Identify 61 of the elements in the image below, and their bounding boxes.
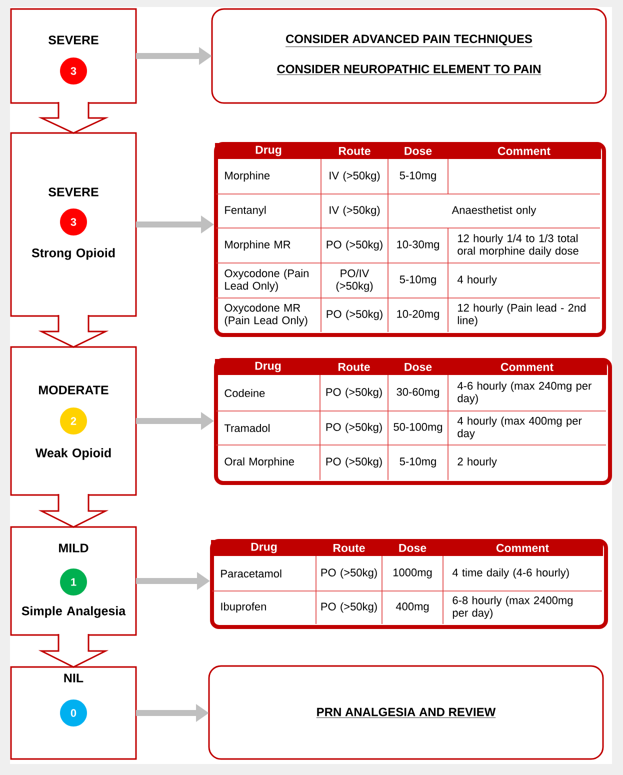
recommendation-panel: PRN ANALGESIA AND REVIEW (208, 665, 604, 760)
column-heading: Comment (496, 544, 549, 552)
cell-text: 5-10mg (400, 276, 436, 286)
cell-text: Paracetamol (221, 569, 282, 578)
cell-text: PO (>50kg) (326, 457, 382, 468)
column-heading: Route (333, 544, 365, 552)
cell-text: 5-10mg (400, 172, 436, 182)
column-heading: Route (338, 147, 370, 155)
cell-text: Codeine (224, 388, 265, 398)
cell-text: 30-60mg (396, 388, 439, 398)
cell-text: PO/IV (>50kg) (336, 269, 373, 292)
column-heading: Drug (255, 362, 281, 372)
cell-text: Ibuprofen (221, 602, 266, 613)
column-heading: Comment (500, 362, 554, 372)
cell-text: PO (>50kg) (321, 568, 377, 579)
cell-text: 4 time daily (4-6 hourly) (452, 568, 569, 579)
cell-text: PO (>50kg) (326, 388, 382, 398)
column-heading: Route (338, 363, 370, 371)
number-badge: 2 (60, 408, 87, 434)
cell-text: PO (>50kg) (326, 240, 382, 251)
cell-text: 5-10mg (400, 458, 436, 468)
column-heading: Comment (498, 146, 550, 156)
cell-text: 12 hourly 1/4 to 1/3 total oral morphine daily dose (458, 234, 578, 257)
cell-text: Fentanyl (225, 206, 266, 216)
cell-text: 10-20mg (397, 310, 439, 320)
number-badge: 1 (60, 568, 87, 596)
cell-text: 4-6 hourly (max 240mg per day) (457, 382, 592, 404)
cell-text: Oxycodone MR (Pain Lead Only) (224, 304, 308, 326)
cell-text: IV (>50kg) (330, 171, 380, 182)
block-arrow (38, 101, 109, 134)
column-heading: Dose (404, 363, 432, 371)
cell-text: 10-30mg (397, 240, 439, 250)
cell-text: 4 hourly (max 400mg per day (457, 416, 582, 440)
block-arrow (38, 314, 109, 348)
cell-text: 4 hourly (457, 275, 497, 286)
cell-text: 2 hourly (458, 457, 497, 468)
cell-text: 1000mg (393, 568, 432, 578)
cell-text: Anaesthetist only (452, 206, 536, 216)
cell-text: 50-100mg (394, 423, 442, 433)
block-arrow (38, 493, 109, 528)
cell-text: PO (>50kg) (321, 602, 377, 613)
cell-text: 12 hourly (Pain lead - 2nd line) (458, 304, 586, 326)
number-badge: 3 (60, 58, 87, 84)
cell-text: PO (>50kg) (326, 422, 382, 434)
column-heading: Drug (256, 146, 282, 156)
cell-text: Morphine (225, 171, 270, 182)
column-heading: Drug (251, 542, 277, 554)
number-badge: 0 (60, 700, 87, 726)
column-heading: Dose (404, 147, 432, 155)
number-badge: 3 (60, 208, 87, 236)
block-arrow (38, 633, 109, 668)
recommendation-panel: CONSIDER ADVANCED PAIN TECHNIQUES CONSIDER NEUROPATHIC ELEMENT TO PAIN (211, 8, 607, 104)
cell-text: Oral Morphine (224, 457, 294, 468)
cell-text: 6-8 hourly (max 2400mg per day) (452, 596, 573, 619)
cell-text: IV (>50kg) (330, 206, 380, 216)
cell-text: Morphine MR (225, 240, 290, 251)
column-heading: Dose (399, 544, 426, 552)
cell-text: Tramadol (224, 424, 270, 432)
cell-text: PO (>50kg) (326, 310, 382, 320)
cell-text: Oxycodone (Pain Lead Only) (224, 269, 308, 292)
cell-text: 400mg (396, 602, 429, 612)
